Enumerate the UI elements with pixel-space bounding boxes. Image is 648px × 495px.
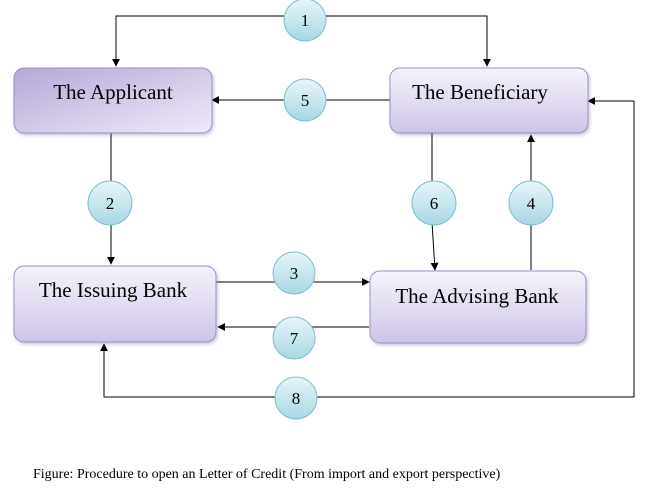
node-issuing-bank-label: The Issuing Bank — [39, 278, 188, 302]
step-8: 8 — [274, 376, 318, 420]
node-issuing-bank: The Issuing Bank — [13, 265, 217, 343]
node-beneficiary: The Beneficiary — [389, 67, 589, 134]
step-5: 5 — [283, 78, 327, 122]
step-3: 3 — [272, 251, 316, 295]
figure-caption: Figure: Procedure to open an Letter of C… — [33, 467, 501, 482]
step-1-label: 1 — [301, 11, 310, 30]
letter-of-credit-diagram: The Applicant The Beneficiary The Issuin… — [13, 0, 635, 420]
connector-8 — [100, 101, 635, 398]
node-advising-bank: The Advising Bank — [369, 270, 587, 344]
node-beneficiary-label: The Beneficiary — [412, 80, 548, 104]
node-applicant: The Applicant — [13, 67, 213, 134]
step-4: 4 — [508, 180, 554, 226]
node-applicant-label: The Applicant — [53, 80, 173, 104]
step-6: 6 — [411, 180, 457, 226]
step-2-label: 2 — [106, 194, 115, 213]
step-8-label: 8 — [292, 389, 301, 408]
step-2: 2 — [87, 180, 133, 226]
step-1: 1 — [283, 0, 327, 42]
node-advising-bank-label: The Advising Bank — [395, 284, 559, 308]
step-6-label: 6 — [430, 194, 439, 213]
step-7: 7 — [272, 316, 316, 360]
step-3-label: 3 — [290, 264, 299, 283]
step-4-label: 4 — [527, 194, 536, 213]
step-5-label: 5 — [301, 91, 310, 110]
step-7-label: 7 — [290, 329, 299, 348]
